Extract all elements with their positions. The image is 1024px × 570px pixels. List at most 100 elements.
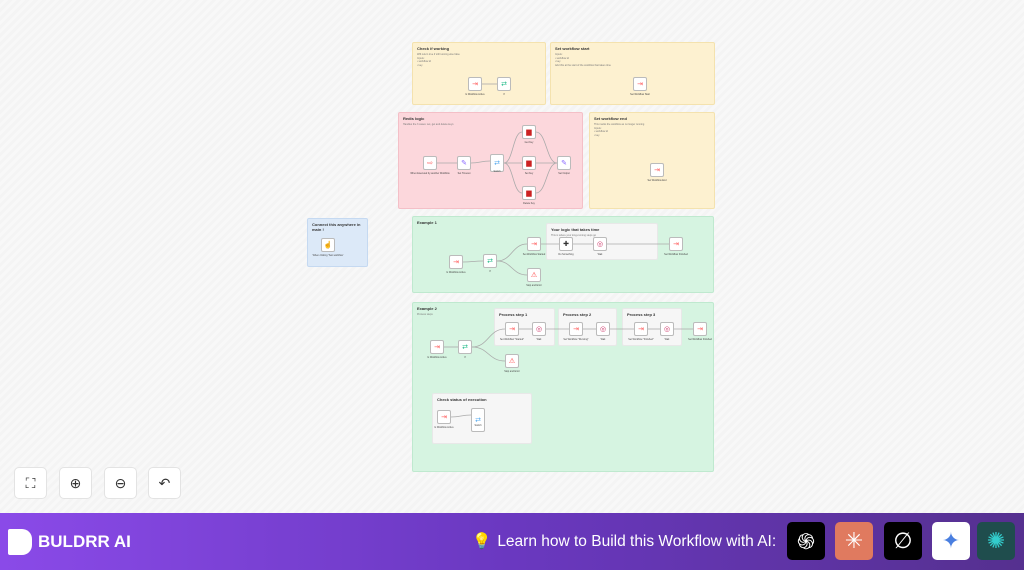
workflow-node[interactable]: ⇥Set Workflow Finished [688, 322, 712, 341]
node-icon: ✚ [563, 241, 569, 248]
sticky-title: Example 2 [417, 306, 437, 311]
workflow-node[interactable]: ✎Set Output [557, 156, 571, 175]
node-label: Stop and Error [526, 284, 542, 287]
workflow-node[interactable]: ⇨ When Executed by another Workflow [410, 156, 450, 175]
brand-logo[interactable]: BULDRR AI [8, 528, 131, 555]
sticky-title: Check status of execution [437, 397, 487, 402]
sticky-connect[interactable]: Connect this anywhere in main ! [307, 218, 368, 267]
node-label: Do Something [558, 253, 574, 256]
node-label: Set Workflow "Running" [563, 338, 589, 341]
zoom-in-button[interactable]: ⊕ [59, 467, 92, 499]
workflow-node[interactable]: ⚠Stop and Error [526, 268, 542, 287]
workflow-node[interactable]: ⇥Is Workflow Active [434, 410, 454, 429]
footer-bar: BULDRR AI 💡 Learn how to Build this Workf… [0, 513, 1024, 570]
workflow-node[interactable]: ⇄ If [497, 77, 511, 96]
sticky-text: Process steps [417, 313, 433, 316]
sticky-title: Process step 2 [563, 312, 592, 317]
node-icon: ⇄ [462, 344, 468, 351]
node-label: Is Workflow Active [465, 93, 485, 96]
node-label: Stop and Error [504, 370, 520, 373]
undo-button[interactable]: ↶ [148, 467, 181, 499]
node-label: If [503, 93, 505, 96]
node-label: When Executed by another Workflow [410, 172, 450, 175]
node-label: Is Workflow Active [434, 426, 454, 429]
workflow-node[interactable]: ▆ Delete Key [522, 186, 536, 205]
node-icon: ▆ [526, 190, 532, 197]
workflow-node[interactable]: ◎ Wait [532, 322, 546, 341]
workflow-node[interactable]: ⇄Switch [471, 408, 485, 432]
sticky-title: Redis logic [403, 116, 425, 121]
node-icon: ⇥ [453, 259, 459, 266]
sticky-text: This is where your long-running steps go [551, 234, 597, 237]
workflow-node[interactable]: ⇥ Set Workflow "Running" [563, 322, 589, 341]
workflow-node[interactable]: ◎Wait [660, 322, 674, 341]
workflow-node[interactable]: ⇥ Set Workflow "Started" [500, 322, 524, 341]
sticky-text: Will return true if still running else f… [417, 53, 460, 67]
node-label: Set Workflow Finished [664, 253, 688, 256]
undo-icon: ↶ [158, 474, 171, 491]
workflow-node[interactable]: ⇥ Set Workflow Start [630, 77, 650, 96]
node-icon: ⇄ [501, 81, 507, 88]
node-icon: ⇥ [637, 81, 643, 88]
node-icon: ⇥ [697, 326, 703, 333]
workflow-node[interactable]: ▆ Set Key [522, 156, 536, 175]
node-label: Set Key [524, 172, 534, 175]
fullscreen-icon: ⛶ [25, 474, 36, 491]
workflow-node[interactable]: ⇥ Set Workflow "Finished" [628, 322, 654, 341]
fit-view-button[interactable]: ⛶ [14, 467, 47, 499]
workflow-node[interactable]: ✎Set Timeout [457, 156, 471, 175]
chatgpt-icon[interactable]: ֍ [787, 522, 825, 560]
buldrr-logo-icon [8, 528, 32, 555]
workflow-node[interactable]: ⇥ Is Workflow Active [465, 77, 485, 96]
workflow-node[interactable]: ⇥ Is Workflow Active [446, 255, 466, 274]
node-icon: ▆ [526, 160, 532, 167]
workflow-node[interactable]: ▆Get Key [522, 125, 536, 144]
node-icon: ⚠ [508, 358, 516, 365]
zoom-out-button[interactable]: ⊖ [104, 467, 137, 499]
node-icon: ⇥ [573, 326, 579, 333]
node-icon: ◎ [663, 326, 671, 333]
workflow-node[interactable]: ⇄If [458, 340, 472, 359]
node-icon: ⇥ [509, 326, 515, 333]
node-icon: ⇥ [434, 344, 440, 351]
node-label: Set Workflow "Finished" [628, 338, 654, 341]
sticky-title: Set workflow end [594, 116, 627, 121]
gemini-icon[interactable]: ✦ [932, 522, 970, 560]
node-label: Delete Key [523, 202, 535, 205]
claude-icon[interactable]: ✳ [835, 522, 873, 560]
node-icon: ⇥ [638, 326, 644, 333]
node-icon: ⇨ [427, 160, 433, 167]
workflow-node[interactable]: ⇄Switch [490, 154, 504, 173]
node-icon: ⇥ [654, 167, 660, 174]
node-label: Is Workflow Active [427, 356, 447, 359]
workflow-node[interactable]: ✚ Do Something [558, 237, 574, 256]
node-label: Is Workflow Active [446, 271, 466, 274]
node-icon: ◎ [599, 326, 607, 333]
workflow-node[interactable]: ◎Wait [596, 322, 610, 341]
workflow-node[interactable]: ⇄If [483, 254, 497, 273]
cta-text: Learn how to Build this Workflow with AI… [497, 532, 777, 550]
node-label: Set Output [558, 172, 570, 175]
workflow-node[interactable]: ◎Wait [593, 237, 607, 256]
node-label: Set Workflow Start [630, 93, 650, 96]
node-label: Set Workflow "Started" [499, 338, 525, 341]
grok-icon[interactable]: ∅ [884, 522, 922, 560]
workflow-node[interactable]: ⇥Set Workflow Finished [664, 237, 688, 256]
workflow-node[interactable]: ☝When clicking 'Test workflow' [313, 238, 343, 257]
workflow-node[interactable]: ⚠ Stop and Error [504, 354, 520, 373]
workflow-node[interactable]: ⇥ Is Workflow Active [427, 340, 447, 359]
node-icon: ⇥ [472, 81, 478, 88]
workflow-node[interactable]: ⇥Set Workflow End [648, 163, 666, 182]
node-label: Wait [536, 338, 542, 341]
node-icon: ◎ [535, 326, 543, 333]
sticky-text: Inputs: • workflow id • key Add this at … [555, 53, 611, 67]
lightbulb-icon: 💡 [472, 533, 492, 550]
node-label: Set Workflow Started [522, 253, 546, 256]
workflow-node[interactable]: ⇥Set Workflow Started [523, 237, 545, 256]
brand-name: BULDRR AI [38, 531, 131, 551]
perplexity-icon[interactable]: ✺ [977, 522, 1015, 560]
